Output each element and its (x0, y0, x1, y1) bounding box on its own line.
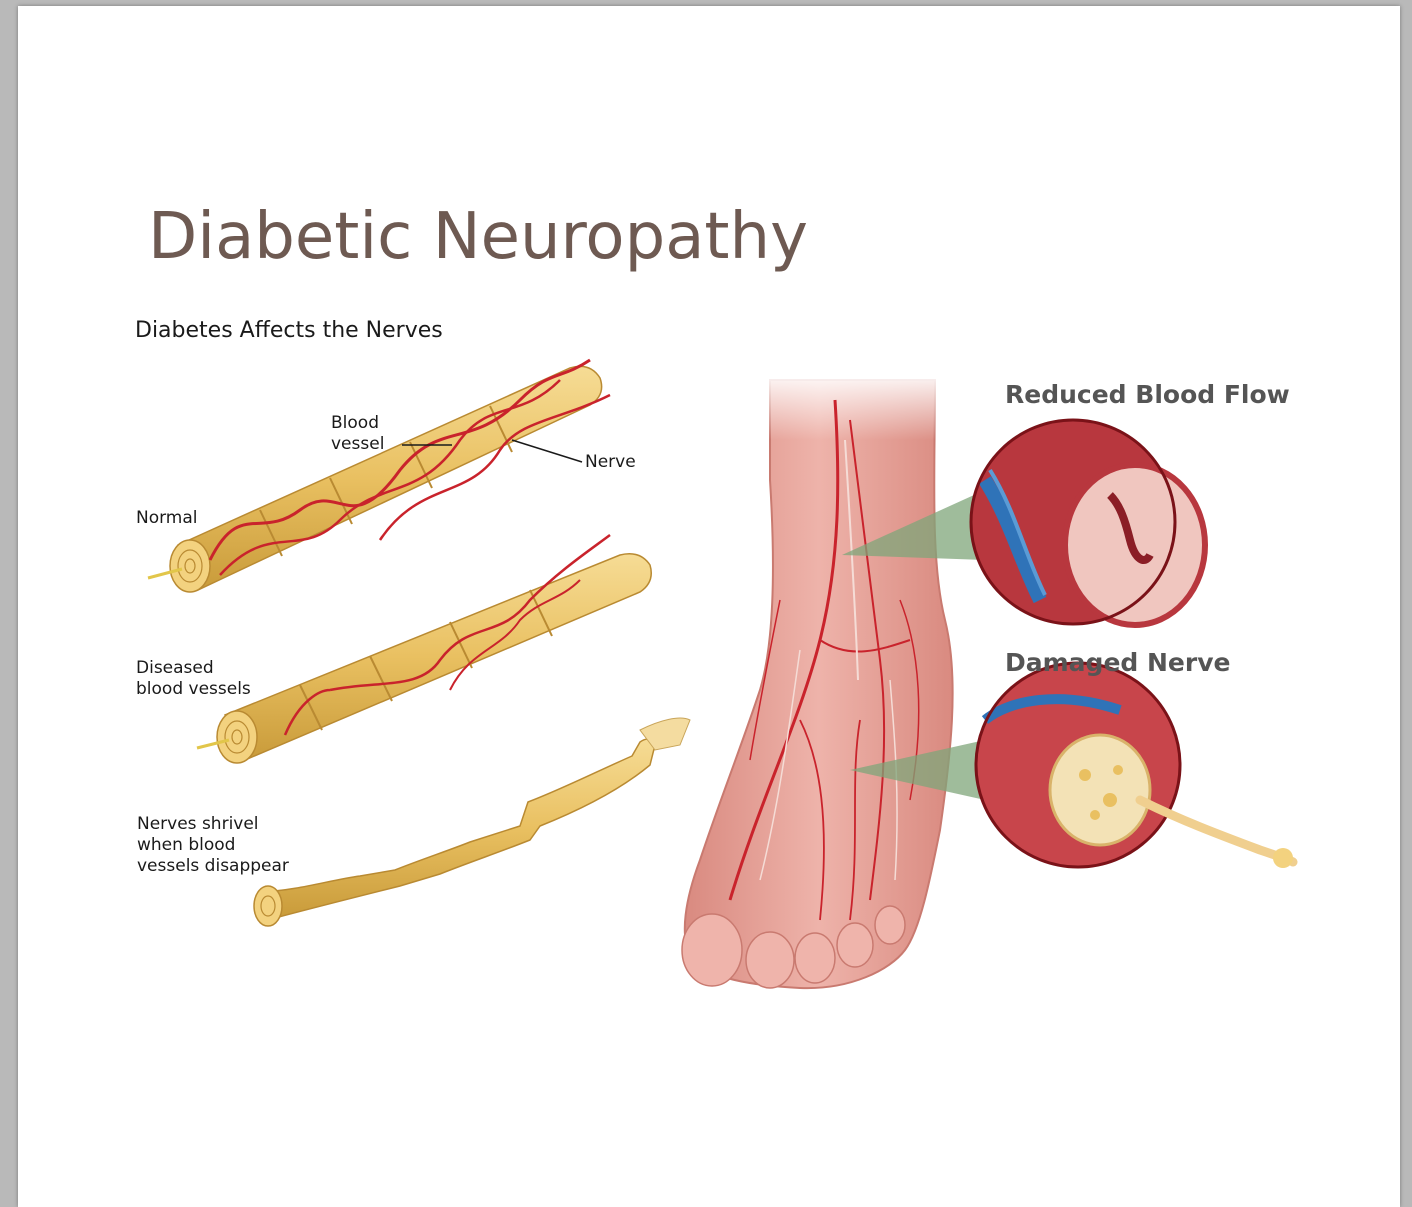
nerve-leader (512, 440, 582, 462)
reduced-blood-flow-heading: Reduced Blood Flow (1005, 380, 1290, 409)
diseased-label: Diseased blood vessels (136, 658, 251, 700)
normal-label: Normal (136, 508, 198, 529)
damaged-nerve-heading: Damaged Nerve (1005, 648, 1230, 677)
nerve-label: Nerve (585, 452, 636, 473)
diagram-subtitle: Diabetes Affects the Nerves (135, 318, 443, 343)
page-title: Diabetic Neuropathy (148, 200, 808, 274)
foot-illustration (682, 370, 953, 988)
shriveled-nerve-illustration (254, 718, 690, 926)
normal-nerve-illustration (148, 360, 610, 592)
diseased-nerve-illustration (197, 535, 651, 763)
reduced-blood-flow-circle (971, 420, 1205, 625)
damaged-nerve-circle (976, 663, 1293, 868)
blood-vessel-label: Blood vessel (331, 413, 384, 455)
shrivel-label: Nerves shrivel when blood vessels disapp… (137, 814, 289, 877)
